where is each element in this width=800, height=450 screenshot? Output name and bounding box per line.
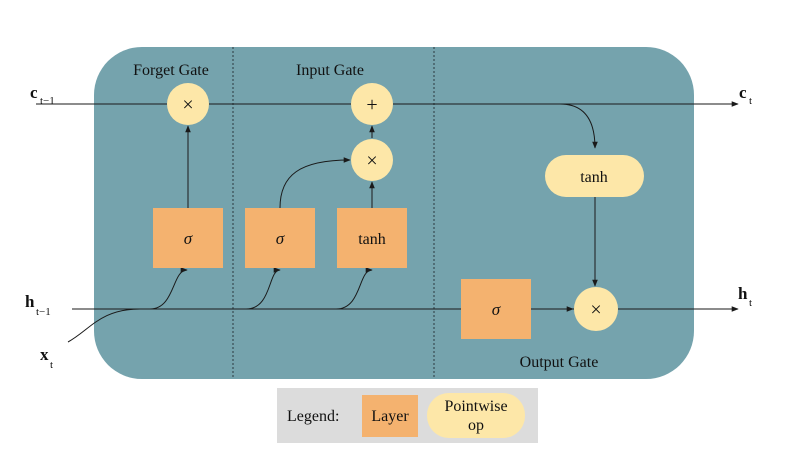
input-sigma-layer: σ xyxy=(245,208,315,268)
input-x-connector xyxy=(67,308,141,343)
branch-to-input-sigma xyxy=(245,267,281,310)
svg-text:c: c xyxy=(739,83,747,102)
output-gate-label: Output Gate xyxy=(520,354,599,371)
x-label: x t xyxy=(40,345,53,371)
branch-to-forget-sigma xyxy=(149,267,188,310)
svg-text:×: × xyxy=(366,150,377,172)
input-gate-label: Input Gate xyxy=(296,62,364,79)
svg-text:h: h xyxy=(738,284,748,303)
cell-to-tanh-connector xyxy=(559,103,598,149)
svg-text:t: t xyxy=(749,95,752,107)
svg-text:t: t xyxy=(749,297,752,309)
c-prev-label: c t−1 xyxy=(30,83,55,107)
svg-text:+: + xyxy=(366,94,377,116)
svg-text:t−1: t−1 xyxy=(40,95,55,107)
branch-to-input-tanh xyxy=(335,267,373,310)
cell-tanh-op: tanh xyxy=(545,155,644,197)
input-tanh-layer: tanh xyxy=(337,208,407,268)
svg-text:x: x xyxy=(40,345,49,364)
input-multiply-op: × xyxy=(351,139,393,181)
svg-text:σ: σ xyxy=(276,229,285,248)
input-sigma-to-multiply xyxy=(279,157,351,209)
svg-text:t: t xyxy=(50,359,53,371)
h-next-label: h t xyxy=(738,284,752,309)
input-add-op: + xyxy=(351,83,393,125)
legend-title: Legend: xyxy=(287,408,339,425)
svg-text:tanh: tanh xyxy=(358,231,386,248)
legend: Legend: Layer Pointwise op xyxy=(277,388,538,443)
svg-text:h: h xyxy=(25,292,35,311)
svg-text:σ: σ xyxy=(492,300,501,319)
c-next-label: c t xyxy=(739,83,752,107)
svg-text:×: × xyxy=(590,299,601,321)
legend-layer-swatch xyxy=(362,395,418,437)
legend-pointwise-swatch xyxy=(427,393,525,438)
svg-text:t−1: t−1 xyxy=(36,306,51,318)
forget-gate-label: Forget Gate xyxy=(133,62,209,79)
legend-pointwise-label-line2: op xyxy=(468,417,484,434)
svg-text:tanh: tanh xyxy=(580,169,608,186)
forget-sigma-layer: σ xyxy=(153,208,223,268)
legend-pointwise-label-line1: Pointwise xyxy=(444,398,507,415)
output-multiply-op: × xyxy=(574,287,618,331)
svg-text:σ: σ xyxy=(184,229,193,248)
h-prev-label: h t−1 xyxy=(25,292,51,318)
output-sigma-layer: σ xyxy=(461,279,531,339)
forget-multiply-op: × xyxy=(167,83,209,125)
legend-layer-label: Layer xyxy=(371,408,409,425)
svg-text:×: × xyxy=(182,94,193,116)
svg-text:c: c xyxy=(30,83,38,102)
